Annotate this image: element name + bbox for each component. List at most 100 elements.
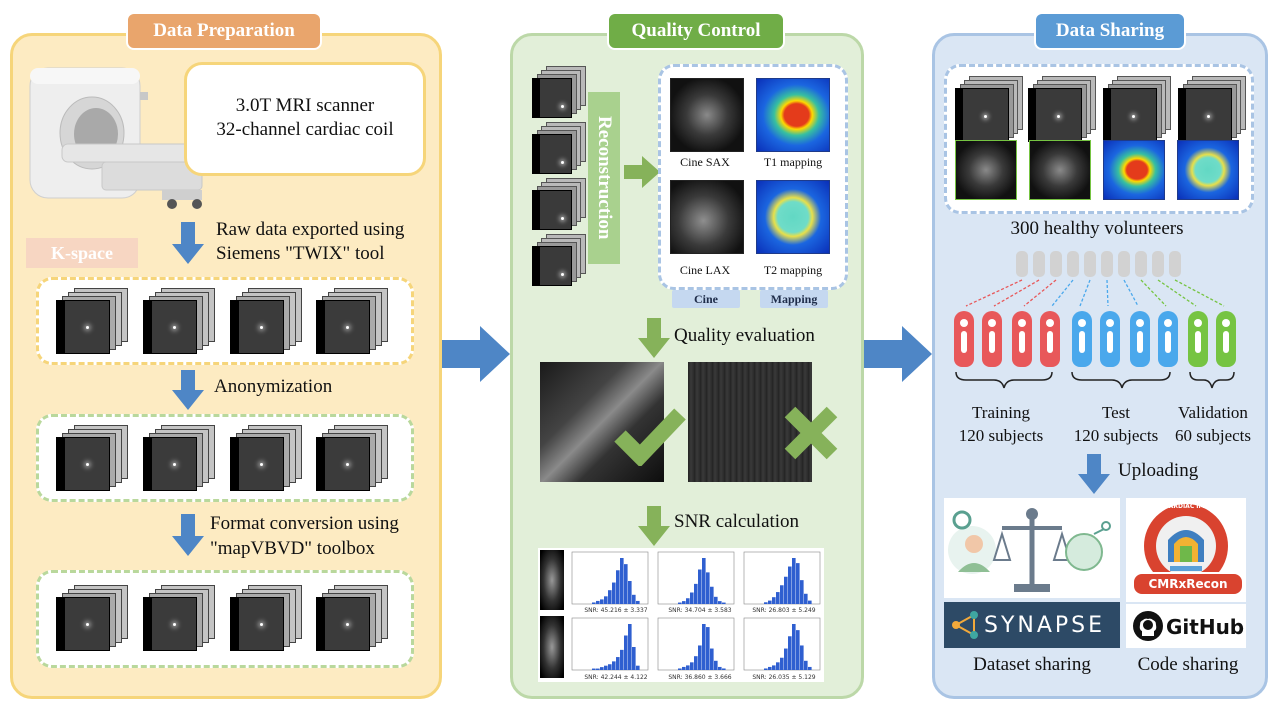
histogram-bar	[722, 602, 726, 604]
export-step-line1: Raw data exported using	[216, 219, 405, 240]
down-arrow-icon	[172, 370, 204, 410]
anonymization-step: Anonymization	[214, 376, 333, 397]
snr-histogram	[743, 617, 821, 671]
histogram-bar	[636, 600, 640, 604]
histogram-bar	[776, 662, 780, 670]
scanner-info-box	[184, 62, 426, 176]
test-count: 120 subjects	[1073, 426, 1159, 445]
histogram-bar	[698, 569, 702, 604]
histogram-bar	[710, 648, 714, 670]
histogram-bar	[714, 596, 718, 604]
test-subject-icon	[1100, 311, 1120, 367]
histogram-bar	[632, 647, 636, 670]
reconstruction-bar	[588, 92, 620, 264]
validation-label: Validation	[1178, 403, 1248, 422]
histogram-bar	[678, 602, 682, 604]
image-slice-stack	[1028, 76, 1114, 142]
histogram-bar	[808, 666, 812, 670]
histogram-bar	[772, 597, 776, 604]
reconstruction-label: Reconstruction	[594, 116, 615, 240]
split-arrows	[965, 279, 1225, 307]
histogram-bar	[702, 558, 706, 604]
histogram-bar	[686, 665, 690, 670]
histogram-bar	[600, 599, 604, 604]
dataset-sharing-label: Dataset sharing	[973, 654, 1091, 675]
volunteer-icon	[1135, 251, 1147, 277]
cine-sax-image	[670, 78, 744, 152]
volunteer-icon	[1016, 251, 1028, 277]
training-subject-icon	[1012, 311, 1032, 367]
uploading-label: Uploading	[1118, 460, 1199, 481]
histogram-bar	[604, 596, 608, 604]
training-subject-icon	[1040, 311, 1060, 367]
validation-subject-icon	[1188, 311, 1208, 367]
down-arrow-icon	[638, 318, 670, 358]
quality-evaluation-label: Quality evaluation	[674, 325, 815, 346]
histogram-bar	[710, 586, 714, 604]
kspace-stack	[230, 425, 304, 491]
training-subject-icon	[954, 311, 974, 367]
test-subject-icon	[1158, 311, 1178, 367]
histogram-bar	[632, 594, 636, 604]
kspace-stack	[56, 288, 130, 354]
down-arrow-icon	[1078, 454, 1110, 494]
image-slice-stack	[1103, 76, 1189, 142]
kspace-stack	[143, 288, 217, 354]
histogram-bar	[780, 657, 784, 670]
snr-histogram	[657, 551, 735, 605]
histogram-bar	[678, 668, 682, 670]
histogram-bar	[628, 581, 632, 604]
github-icon	[1133, 611, 1163, 641]
histogram-bar	[596, 600, 600, 604]
histogram-bar	[776, 592, 780, 604]
down-arrow-icon	[172, 514, 204, 556]
histogram-bar	[772, 665, 776, 670]
test-subject-icon	[1072, 311, 1092, 367]
cmrxrecon-logo	[1144, 504, 1228, 588]
histogram-bar	[694, 656, 698, 670]
cine-image	[955, 140, 1017, 200]
histogram-bar	[764, 668, 768, 670]
histogram-bar	[600, 667, 604, 670]
right-arrow-icon	[624, 156, 660, 188]
snr-histograms	[571, 551, 821, 671]
t1-mapping-image	[756, 78, 830, 152]
histogram-bar	[620, 649, 624, 670]
histogram-bar	[804, 660, 808, 670]
histogram-bar	[792, 558, 796, 604]
histogram-bar	[686, 598, 690, 604]
histogram-bar	[764, 602, 768, 604]
histogram-bar	[796, 563, 800, 604]
training-count: 120 subjects	[958, 426, 1044, 445]
right-arrow-icon	[864, 326, 932, 382]
histogram-bar	[624, 564, 628, 604]
histogram-bar	[800, 580, 804, 604]
histogram-bar	[702, 624, 706, 670]
histogram-bar	[592, 602, 596, 604]
histogram-bar	[784, 648, 788, 670]
down-arrow-icon	[172, 222, 204, 264]
histogram-bar	[612, 582, 616, 604]
volunteer-icon	[1084, 251, 1096, 277]
image-slice-stack	[532, 234, 618, 300]
cine-lax-caption: Cine LAX	[679, 263, 731, 277]
conversion-step-line1: Format conversion using	[210, 513, 399, 534]
kspace-stack	[316, 425, 390, 491]
snr-label: SNR: 42.244 ± 4.122	[584, 674, 648, 681]
histogram-bar	[636, 665, 640, 670]
dataset-sharing-illustration	[944, 498, 1120, 598]
training-subject-icon	[982, 311, 1002, 367]
histogram-bar	[768, 600, 772, 604]
validation-count: 60 subjects	[1174, 426, 1252, 445]
histogram-bar	[714, 660, 718, 670]
image-slice-stack	[532, 178, 618, 244]
kspace-stack	[316, 288, 390, 354]
conversion-step-line2: "mapVBVD" toolbox	[210, 538, 375, 559]
data-sharing-header: Data Sharing	[1034, 12, 1186, 50]
snr-histogram	[743, 551, 821, 605]
data-preparation-header: Data Preparation	[126, 12, 322, 50]
histogram-bar	[616, 570, 620, 604]
code-sharing-label: Code sharing	[1137, 654, 1239, 675]
cmrxrecon-badge: CMRxRecon	[1132, 572, 1244, 596]
histogram-bar	[792, 624, 796, 670]
